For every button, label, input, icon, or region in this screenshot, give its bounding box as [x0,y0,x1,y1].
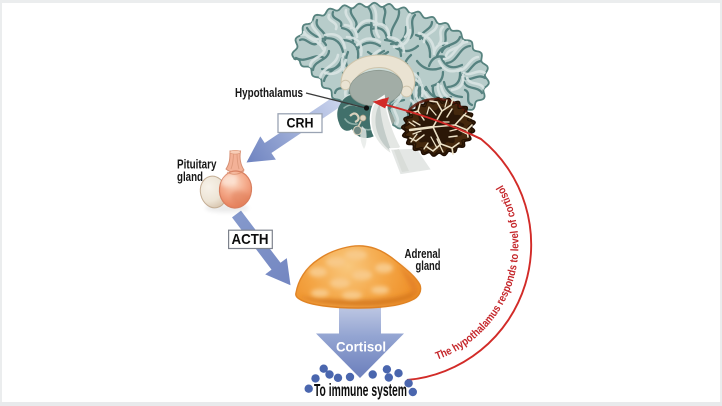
svg-text:gland: gland [416,258,441,273]
svg-text:gland: gland [177,169,203,184]
svg-text:ACTH: ACTH [232,231,269,248]
svg-text:To immune system: To immune system [314,380,407,400]
svg-text:Adrenal: Adrenal [405,246,441,261]
svg-text:Cortisol: Cortisol [336,340,386,356]
svg-text:Pituitary: Pituitary [177,157,217,172]
svg-text:CRH: CRH [287,115,314,130]
svg-text:Hypothalamus: Hypothalamus [235,85,303,100]
